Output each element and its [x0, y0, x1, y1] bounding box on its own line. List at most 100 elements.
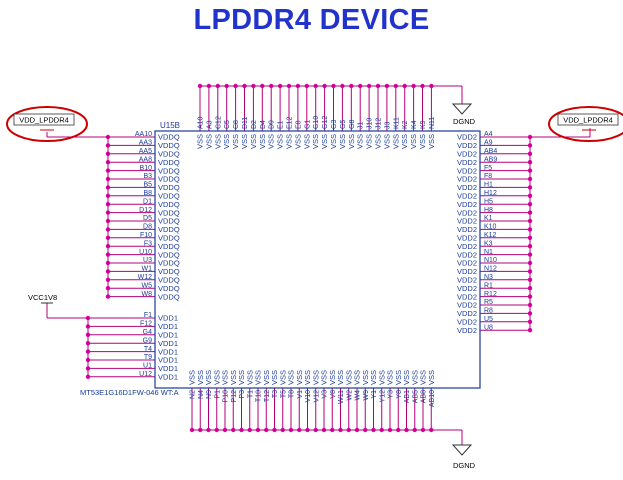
vss-top-pin-number: G12 [322, 116, 329, 129]
vdd2-pin-name: VDD2 [457, 234, 477, 243]
vss-top-pin-name: VSS [374, 134, 383, 149]
vss-bottom-pin-number: Y8 [396, 390, 403, 399]
vddq-pin-number: B10 [140, 165, 153, 172]
vss-bottom-pin-number: AB10 [429, 390, 436, 407]
vss-top-pin-name: VSS [222, 134, 231, 149]
vss-bottom-pin-name: VSS [278, 370, 287, 385]
vdd2-pin-name: VDD2 [457, 267, 477, 276]
vss-top-pin-number: A3 [206, 120, 213, 129]
vss-top-pin-number: G3 [331, 120, 338, 129]
vdd2-pin-name: VDD2 [457, 259, 477, 268]
vss-top-pin-number: D9 [269, 120, 276, 129]
vdd2-pin-name: VDD2 [457, 242, 477, 251]
vss-bottom-pin-name: VSS [270, 370, 279, 385]
vdd2-pin-name: VDD2 [457, 158, 477, 167]
vss-bottom-pin-number: T5 [280, 390, 287, 398]
vss-bottom-pin-name: VSS [229, 370, 238, 385]
page-title: LPDDR4 DEVICE [193, 4, 430, 36]
vddq-pin-number: AA10 [135, 131, 152, 138]
vdd1-pin-number: F1 [144, 312, 152, 319]
vdd2-pin-number: N1 [484, 249, 493, 256]
vddq-pin-number: AA8 [139, 156, 152, 163]
vdd2-pin-name: VDD2 [457, 183, 477, 192]
vdd2-pin-number: A4 [484, 131, 493, 138]
vss-bottom-pin-name: VSS [336, 370, 345, 385]
net-flag-box-right [557, 113, 619, 126]
vss-bottom-pin-name: VSS [311, 370, 320, 385]
vss-top-pin-name: VSS [267, 134, 276, 149]
vss-top-pin-name: VSS [240, 134, 249, 149]
vss-top-pin-number: C8 [233, 120, 240, 129]
part-number-label: MT53E1G16D1FW-046 WT:A [80, 388, 179, 397]
vddq-pin-name: VDDQ [158, 166, 180, 175]
vss-bottom-pin-number: V3 [322, 390, 329, 399]
vss-bottom-pin-number: Y1 [371, 390, 378, 399]
vdd1-pin-name: VDD1 [158, 356, 178, 365]
vdd2-pin-number: F8 [484, 173, 492, 180]
vss-top-pin-number: C5 [224, 120, 231, 129]
vdd2-pin-number: H12 [484, 190, 497, 197]
vss-bottom-pin-name: VSS [237, 370, 246, 385]
vddq-pin-number: B8 [143, 190, 152, 197]
vss-bottom-pin-number: T12 [264, 390, 271, 402]
vss-bottom-pin-name: VSS [402, 370, 411, 385]
wire-layer [40, 83, 596, 445]
vdd2-pin-number: N3 [484, 274, 493, 281]
vdd2-pin-name: VDD2 [457, 166, 477, 175]
vdd1-pin-name: VDD1 [158, 331, 178, 340]
vdd1-pin-name: VDD1 [158, 347, 178, 356]
vdd1-pin-number: G9 [143, 337, 152, 344]
vddq-pin-name: VDDQ [158, 192, 180, 201]
vdd2-pin-name: VDD2 [457, 225, 477, 234]
vss-top-pin-name: VSS [418, 134, 427, 149]
vss-top-pin-name: VSS [258, 134, 267, 149]
vdd2-pin-name: VDD2 [457, 250, 477, 259]
vss-top-pin-number: N11 [429, 117, 436, 129]
vdd2-pin-name: VDD2 [457, 133, 477, 142]
vdd1-pin-name: VDD1 [158, 364, 178, 373]
vdd2-pin-number: K12 [484, 232, 497, 239]
vdd2-pin-name: VDD2 [457, 292, 477, 301]
vss-bottom-pin-number: W9 [363, 390, 370, 401]
vddq-pin-name: VDDQ [158, 150, 180, 159]
vss-top-pin-number: G10 [313, 116, 320, 129]
vss-top-pin-number: E12 [287, 116, 294, 129]
vdd2-pin-name: VDD2 [457, 192, 477, 201]
dgnd-top-icon [451, 103, 473, 115]
vddq-pin-name: VDDQ [158, 183, 180, 192]
vss-bottom-pin-name: VSS [245, 370, 254, 385]
vss-top-pin-number: K9 [420, 120, 427, 129]
vddq-pin-number: W1 [142, 266, 153, 273]
vss-bottom-pin-name: VSS [344, 370, 353, 385]
vdd2-pin-name: VDD2 [457, 141, 477, 150]
vddq-pin-number: D8 [143, 224, 152, 231]
vdd2-pin-number: R5 [484, 299, 493, 306]
vss-top-pin-name: VSS [338, 134, 347, 149]
vss-bottom-pin-number: T8 [289, 390, 296, 398]
vss-bottom-pin-number: P1 [214, 390, 221, 399]
vss-bottom-pin-number: P12 [231, 390, 238, 403]
vss-bottom-pin-name: VSS [254, 370, 263, 385]
vdd2-pin-number: K1 [484, 215, 493, 222]
vdd1-pin-number: G4 [143, 329, 152, 336]
vss-bottom-pin-name: VSS [369, 370, 378, 385]
vdd1-pin-name: VDD1 [158, 373, 178, 382]
vddq-pin-number: D1 [143, 198, 152, 205]
vss-top-pin-number: C12 [215, 116, 222, 129]
vdd2-pin-name: VDD2 [457, 326, 477, 335]
vdd2-pin-number: AB4 [484, 148, 497, 155]
vss-bottom-pin-number: AB1 [404, 390, 411, 403]
vss-top-pin-number: K2 [402, 120, 409, 129]
vddq-pin-number: D5 [143, 215, 152, 222]
vss-top-pin-name: VSS [231, 134, 240, 149]
vdd1-pin-number: T4 [144, 346, 152, 353]
vdd2-pin-name: VDD2 [457, 318, 477, 327]
vdd2-pin-name: VDD2 [457, 301, 477, 310]
vss-top-pin-name: VSS [293, 134, 302, 149]
vcc1v8-label: VCC1V8 [28, 293, 57, 302]
vss-top-pin-name: VSS [302, 134, 311, 149]
vdd1-pin-number: U12 [139, 371, 152, 378]
vddq-pin-name: VDDQ [158, 276, 180, 285]
vdd2-pin-name: VDD2 [457, 208, 477, 217]
